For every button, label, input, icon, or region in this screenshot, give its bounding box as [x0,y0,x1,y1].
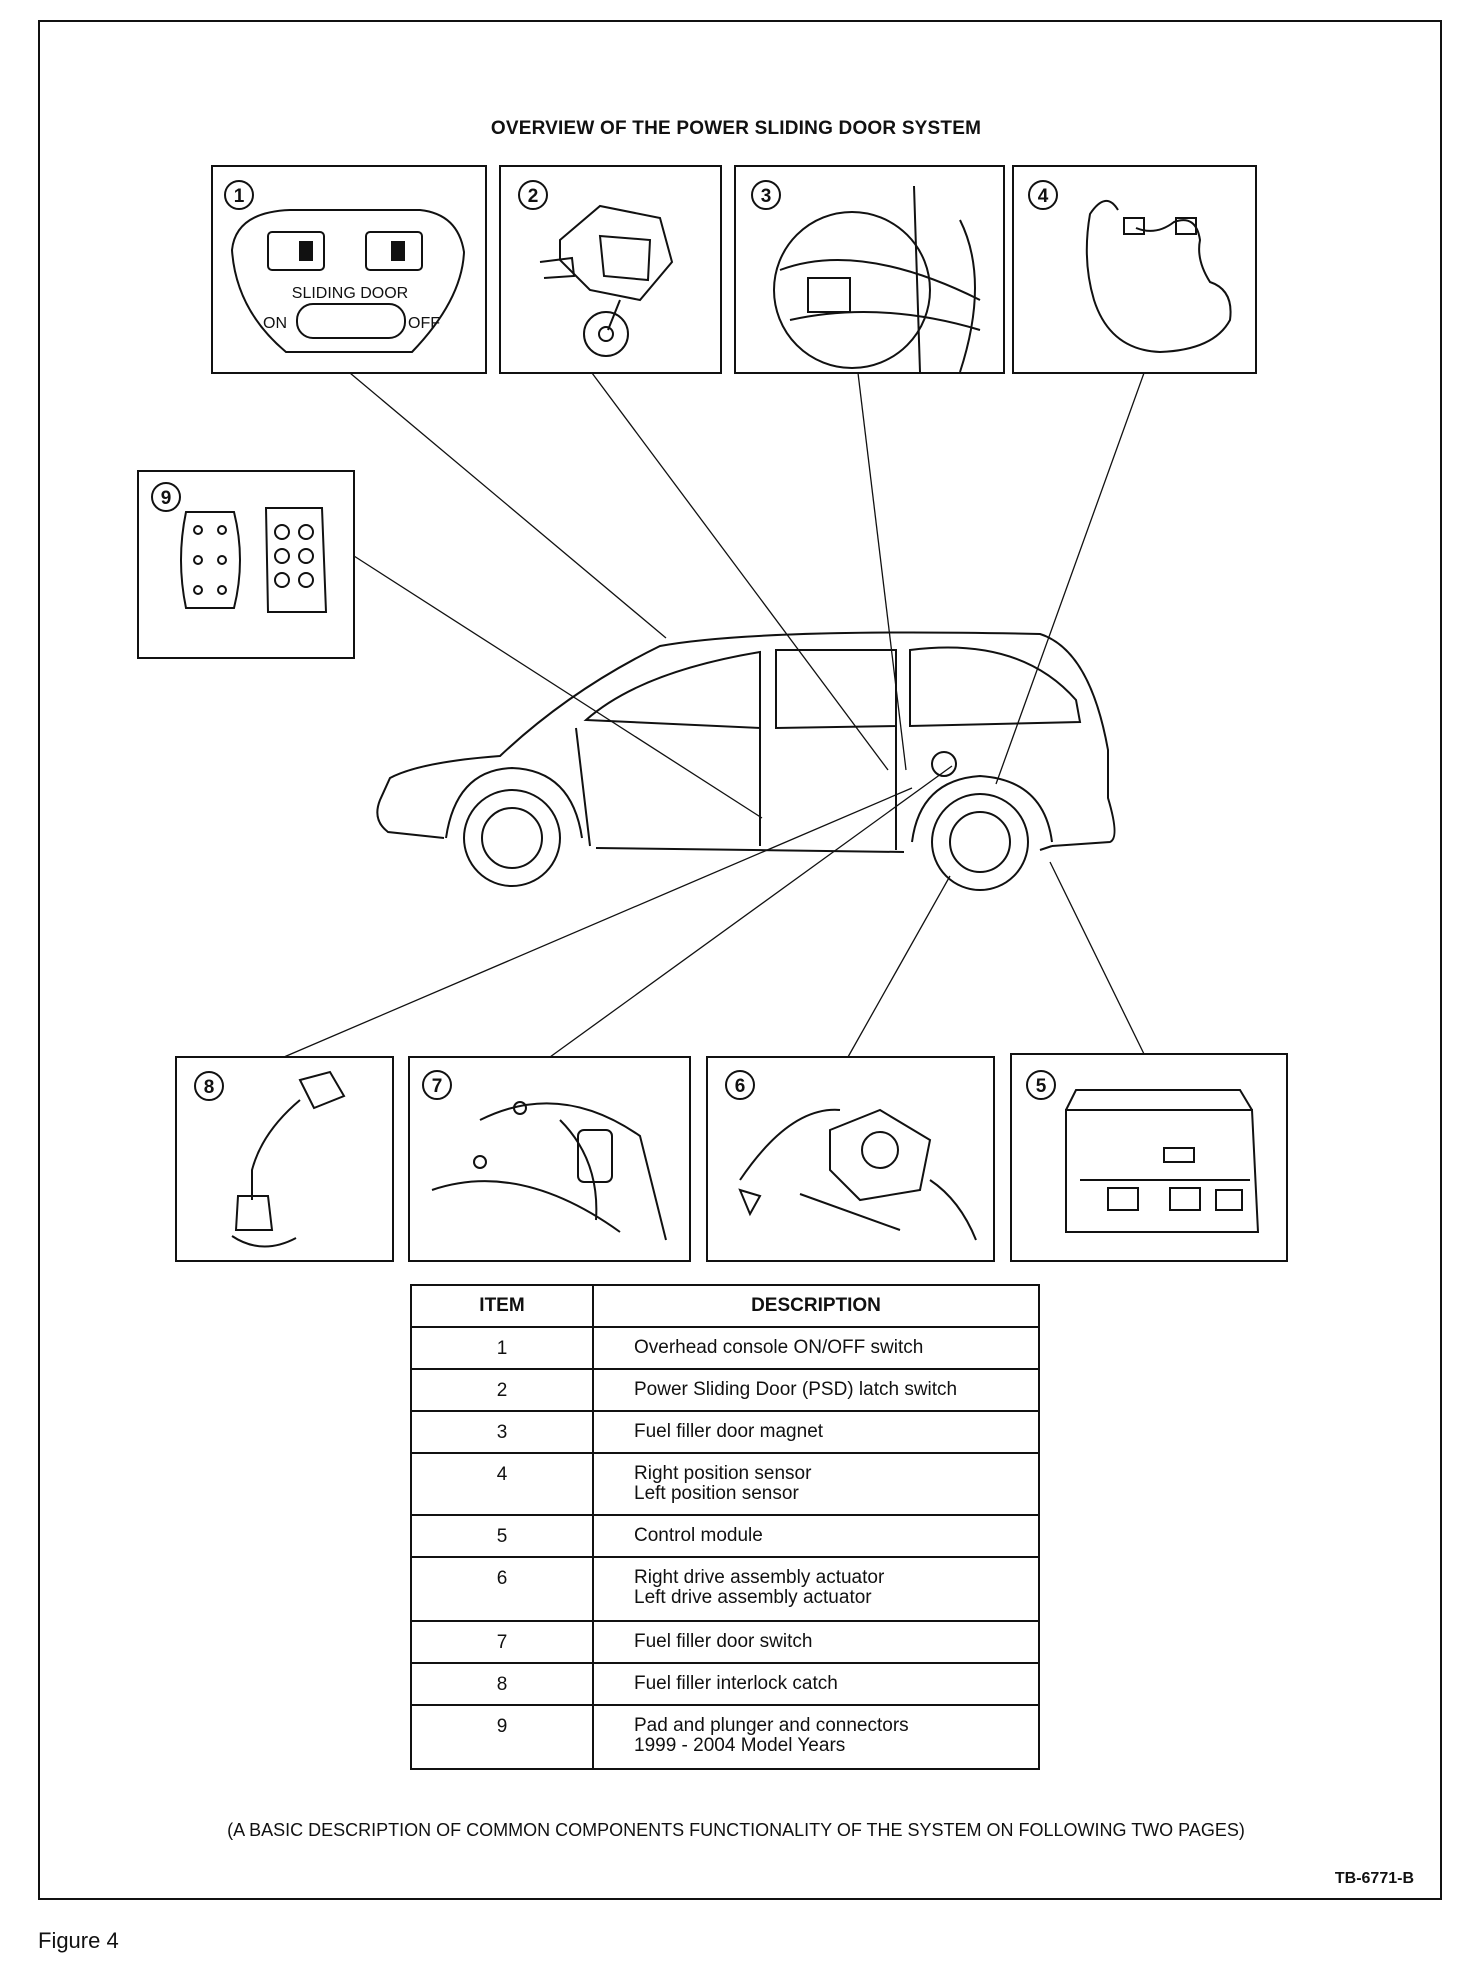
panel-2 [499,165,722,374]
header-description: DESCRIPTION [592,1284,1040,1328]
panel-number-9: 9 [161,488,172,509]
item-description-table: ITEM DESCRIPTION 1 Overhead console ON/O… [410,1284,1040,1770]
interlock-catch-sketch [231,1070,346,1248]
table-row: 3 Fuel filler door magnet [410,1410,1040,1454]
table-header-row: ITEM DESCRIPTION [410,1284,1040,1328]
item-number: 7 [410,1620,594,1664]
connector-left [180,511,241,609]
panel-number-8: 8 [204,1077,215,1098]
number-circle-4 [1028,180,1058,210]
control-module-sketch [1065,1089,1260,1233]
connector-right [264,507,328,613]
panel-5 [1010,1053,1288,1262]
item-description: Fuel filler door magnet [592,1410,1040,1454]
footnote: (A BASIC DESCRIPTION OF COMMON COMPONENT… [227,1820,1245,1840]
figure-label: Figure 4 [38,1928,119,1953]
drive-actuator-sketch [738,1108,977,1241]
item-description: Fuel filler door switch [592,1620,1040,1664]
item-number: 4 [410,1452,594,1516]
minivan-body [376,631,1116,853]
console-outline [230,209,466,353]
table-row: 7 Fuel filler door switch [410,1620,1040,1664]
item-number: 3 [410,1410,594,1454]
door-button-left [267,231,325,271]
panel-number-1: 1 [234,186,245,207]
panel-4 [1012,165,1257,374]
item-number: 8 [410,1662,594,1706]
switch-on-label: ON [263,315,287,332]
number-circle-1 [224,180,254,210]
table-row: 1 Overhead console ON/OFF switch [410,1326,1040,1370]
front-wheel [463,789,561,887]
panel-7 [408,1056,691,1262]
item-description: Power Sliding Door (PSD) latch switch [592,1368,1040,1412]
leader-lines [283,372,1145,1058]
diagram-frame [38,20,1442,1900]
panel-number-2: 2 [528,186,539,207]
panel-number-5: 5 [1036,1076,1047,1097]
number-circle-6 [725,1070,755,1100]
document-code: TB-6771-B [1334,1870,1414,1887]
item-number: 2 [410,1368,594,1412]
item-number: 6 [410,1556,594,1622]
table-row: 2 Power Sliding Door (PSD) latch switch [410,1368,1040,1412]
on-off-switch [296,303,406,339]
item-number: 5 [410,1514,594,1558]
number-circle-7 [422,1070,452,1100]
panel-number-7: 7 [432,1076,443,1097]
panel-9 [137,470,355,659]
table-row: 5 Control module [410,1514,1040,1558]
number-circle-5 [1026,1070,1056,1100]
item-number: 9 [410,1704,594,1770]
panel-number-3: 3 [761,186,772,207]
item-number: 1 [410,1326,594,1370]
panel-number-6: 6 [735,1076,746,1097]
minivan-windows [583,646,1082,730]
number-circle-9 [151,482,181,512]
latch-switch-sketch [559,204,674,331]
filler-door-switch-sketch [431,1102,667,1241]
switch-label: SLIDING DOOR [292,285,408,302]
item-description: Overhead console ON/OFF switch [592,1326,1040,1370]
number-circle-2 [518,180,548,210]
panel-number-4: 4 [1038,186,1049,207]
item-description: Fuel filler interlock catch [592,1662,1040,1706]
fuel-door-sketch [773,211,931,369]
number-circle-8 [194,1071,224,1101]
number-circle-3 [751,180,781,210]
position-sensor-harness [1085,200,1232,354]
diagram-title: OVERVIEW OF THE POWER SLIDING DOOR SYSTE… [490,118,982,139]
switch-off-label: OFF [408,315,440,332]
panel-6 [706,1056,995,1262]
item-description: Control module [592,1514,1040,1558]
rear-wheel [931,793,1029,891]
panel-1 [211,165,487,374]
panel-3 [734,165,1005,374]
table-row: 8 Fuel filler interlock catch [410,1662,1040,1706]
header-item: ITEM [410,1284,594,1328]
door-button-right [365,231,423,271]
